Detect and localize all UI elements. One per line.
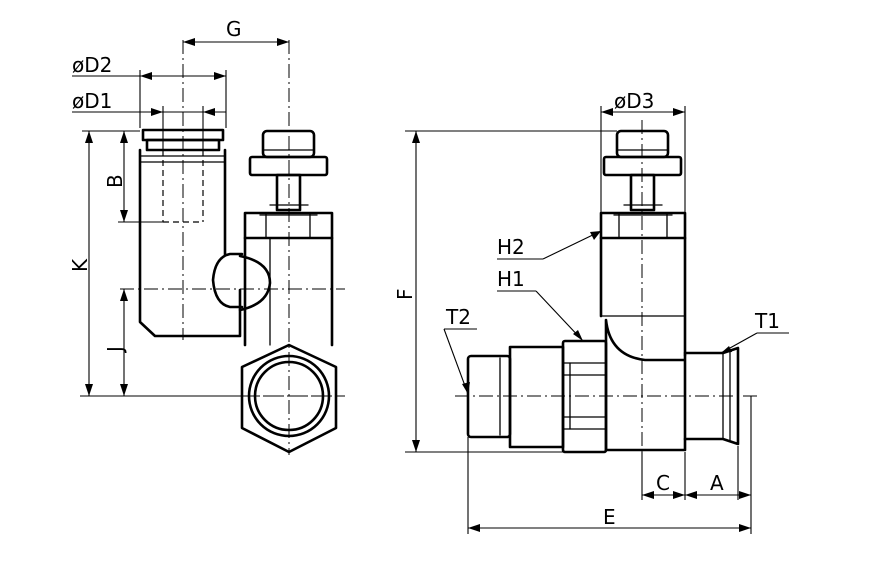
label-A: A (710, 471, 724, 495)
label-D2: øD2 (72, 53, 112, 77)
label-T2: T2 (445, 305, 471, 329)
front-view (455, 120, 760, 500)
label-K: K (68, 258, 92, 272)
label-H1: H1 (497, 267, 525, 291)
label-E: E (603, 505, 616, 529)
side-view-dimensions: G øD2 øD1 B K J (68, 17, 289, 397)
label-B: B (103, 174, 127, 188)
label-H2: H2 (497, 235, 525, 259)
front-view-dimensions: øD3 F H2 H1 T2 T1 (393, 89, 789, 534)
label-D3: øD3 (614, 89, 654, 113)
label-G: G (226, 17, 242, 41)
label-D1: øD1 (72, 89, 112, 113)
label-C: C (656, 471, 670, 495)
label-J: J (103, 346, 127, 354)
label-T1: T1 (754, 309, 780, 333)
side-view (120, 40, 345, 455)
label-F: F (393, 288, 417, 300)
